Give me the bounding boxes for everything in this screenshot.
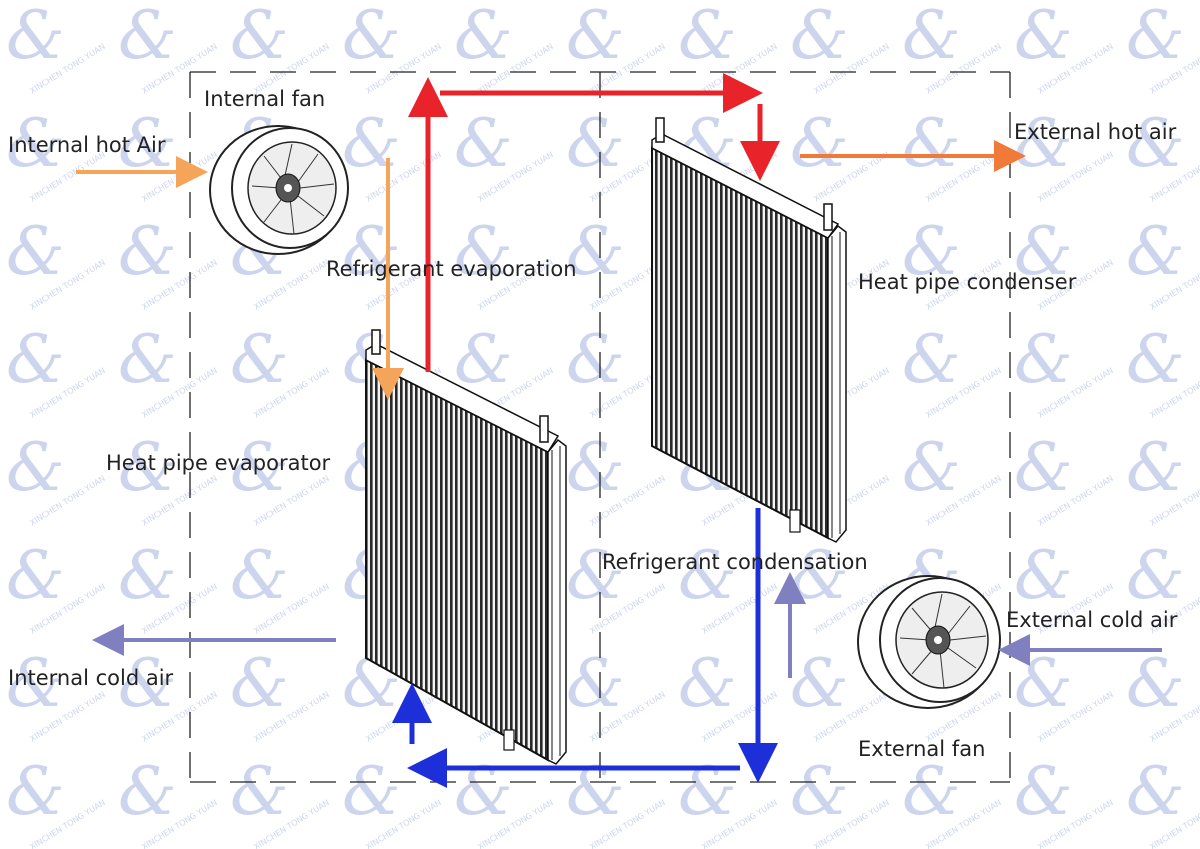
- label-internal-fan: Internal fan: [204, 87, 326, 111]
- label-refrigerant-condensation: Refrigerant condensation: [602, 550, 868, 574]
- label-external-cold-air: External cold air: [1006, 608, 1178, 632]
- liquid-flow-arrows: [392, 508, 778, 788]
- vapor-flow-arrows: [408, 73, 780, 372]
- label-refrigerant-evaporation: Refrigerant evaporation: [326, 257, 577, 281]
- evaporator-coil-icon: [365, 329, 567, 765]
- external-fan-icon: [857, 575, 1001, 709]
- enclosure-frame: [189, 71, 1011, 783]
- internal-fan-icon: [209, 125, 349, 255]
- label-heat-pipe-evaporator: Heat pipe evaporator: [106, 451, 331, 475]
- label-internal-cold-air: Internal cold air: [8, 666, 174, 690]
- label-external-fan: External fan: [858, 737, 986, 761]
- label-external-hot-air: External hot air: [1014, 120, 1177, 144]
- label-internal-hot-air: Internal hot Air: [8, 133, 166, 157]
- condenser-coil-icon: [651, 117, 847, 543]
- label-heat-pipe-condenser: Heat pipe condenser: [858, 270, 1077, 294]
